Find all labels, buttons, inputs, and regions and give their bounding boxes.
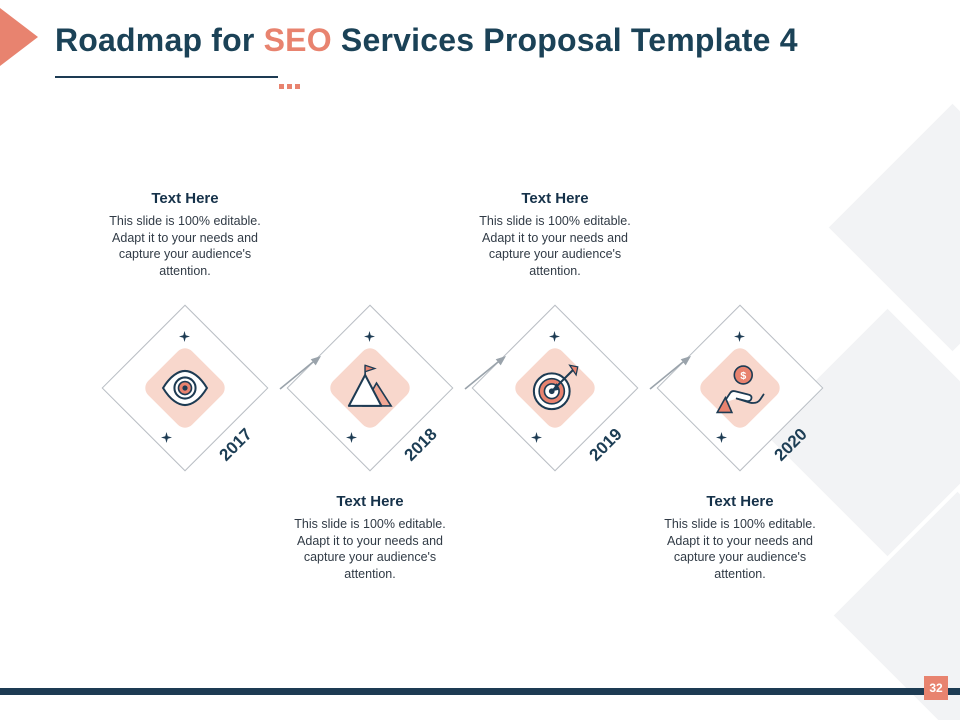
title-prefix: Roadmap for [55, 22, 264, 58]
caption-heading: Text Here [706, 493, 774, 510]
sparkle-icon [161, 432, 172, 443]
corner-accent-shape [0, 8, 38, 66]
slide-title: Roadmap for SEO Services Proposal Templa… [55, 22, 798, 59]
svg-text:$: $ [740, 370, 746, 382]
sparkle-icon [716, 432, 727, 443]
page-number-badge: 32 [924, 676, 948, 700]
caption-2019: Text Here This slide is 100% editable. A… [463, 190, 647, 280]
caption-2020: Text Here This slide is 100% editable. A… [648, 493, 832, 583]
sparkle-icon [346, 432, 357, 443]
caption-heading: Text Here [151, 190, 219, 207]
hand-coin-icon: $ [714, 362, 766, 414]
title-highlight: SEO [263, 22, 332, 58]
caption-heading: Text Here [336, 493, 404, 510]
connector-arrow-icon [277, 348, 325, 392]
sparkle-icon [179, 331, 190, 342]
caption-body: This slide is 100% editable. Adapt it to… [294, 517, 446, 581]
sparkle-icon [734, 331, 745, 342]
milestone-2020: $ 2020 [650, 298, 830, 478]
target-arrow-icon [529, 362, 581, 414]
title-accent-dots [279, 84, 300, 89]
caption-heading: Text Here [521, 190, 589, 207]
sparkle-icon [531, 432, 542, 443]
caption-2018: Text Here This slide is 100% editable. A… [278, 493, 462, 583]
footer-bar [0, 688, 960, 695]
milestone-2018: 2018 [280, 298, 460, 478]
title-underline [55, 76, 278, 78]
mountain-flag-icon [344, 362, 396, 414]
milestone-2019: 2019 [465, 298, 645, 478]
caption-body: This slide is 100% editable. Adapt it to… [664, 517, 816, 581]
caption-body: This slide is 100% editable. Adapt it to… [479, 214, 631, 278]
caption-2017: Text Here This slide is 100% editable. A… [93, 190, 277, 280]
eye-icon [159, 362, 211, 414]
connector-arrow-icon [462, 348, 510, 392]
connector-arrow-icon [647, 348, 695, 392]
sparkle-icon [549, 331, 560, 342]
background-diamond [828, 103, 960, 352]
title-suffix: Services Proposal Template 4 [331, 22, 798, 58]
caption-body: This slide is 100% editable. Adapt it to… [109, 214, 261, 278]
milestone-2017: 2017 [95, 298, 275, 478]
sparkle-icon [364, 331, 375, 342]
